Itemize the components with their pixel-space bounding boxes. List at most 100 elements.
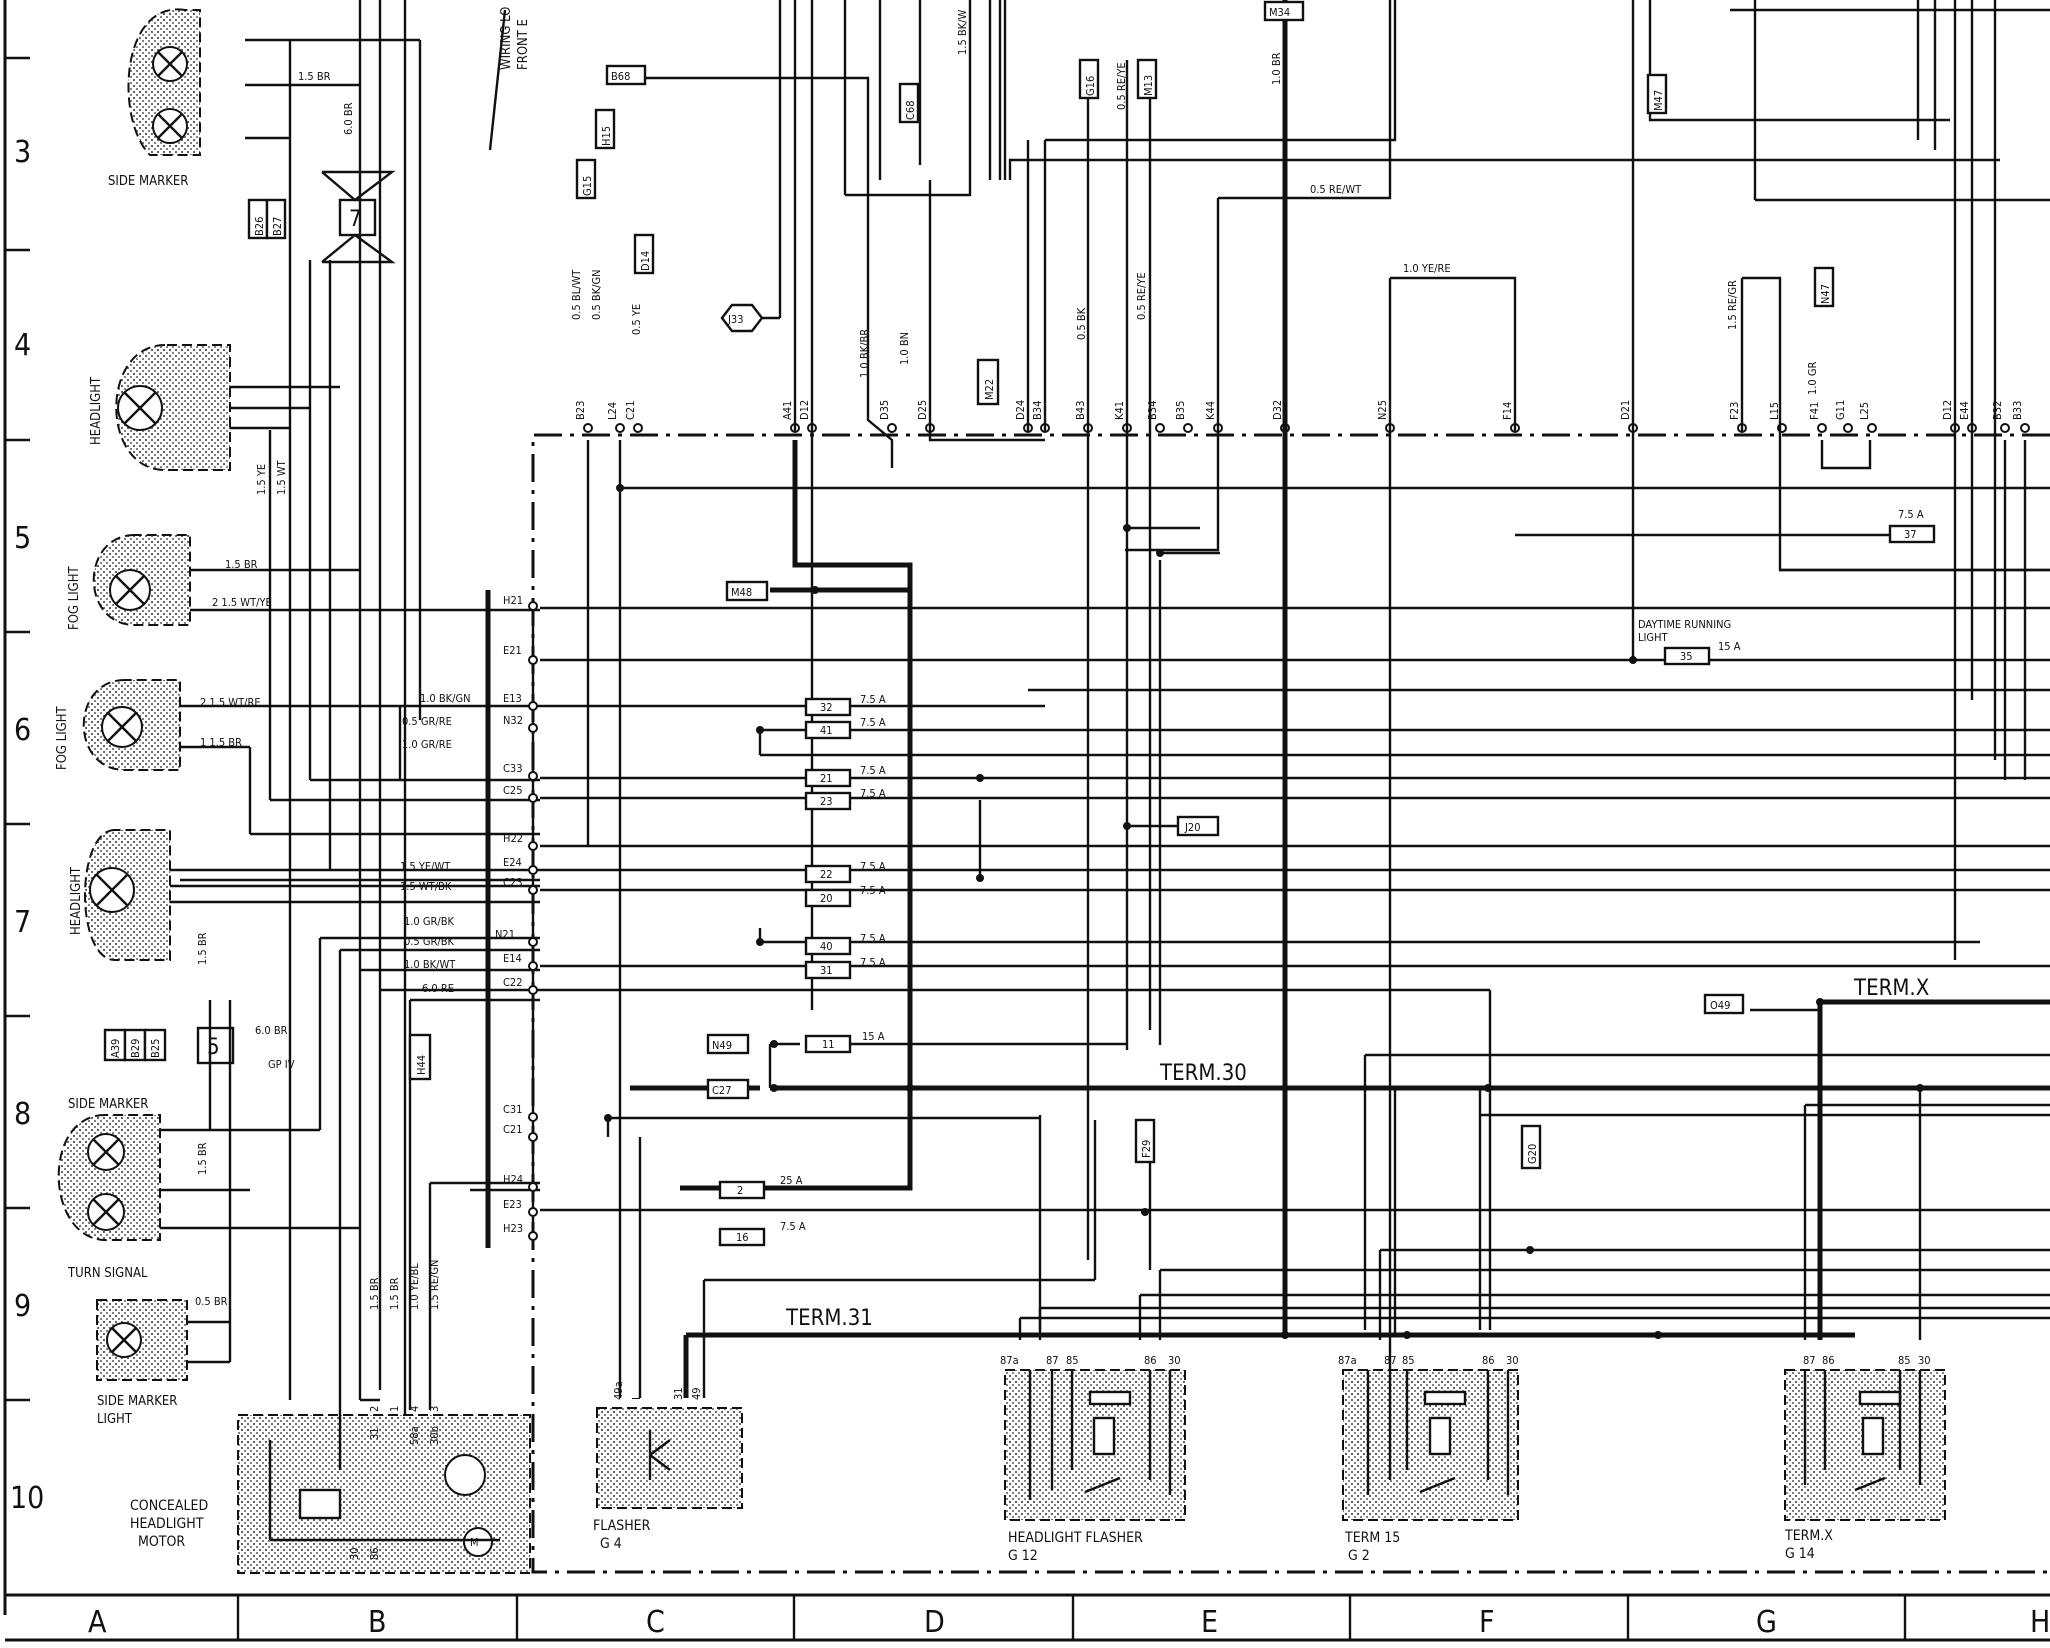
pin-h22: H22 [503, 832, 523, 845]
fuse-2-rating: 25 A [780, 1174, 803, 1187]
fuse-31: 31 [820, 964, 833, 977]
wire-label-w5: 1.0 BK/GN [420, 692, 471, 705]
left-connector-pins: H21 E21 E13 N32 C33 C25 H22 E24 C23 N21 … [495, 594, 538, 1245]
pin-b34: B34 [1031, 401, 1044, 420]
col-label-c: C [646, 1605, 665, 1640]
pin-e21: E21 [503, 644, 522, 657]
pin-l25: L25 [1858, 402, 1871, 420]
pin-f23: F23 [1728, 402, 1741, 420]
tag-n49: N49 [712, 1039, 732, 1052]
termx-relay: 87 86 85 30 TERM.X G 14 [1784, 1354, 1946, 1562]
motor-m-label: M [470, 1536, 479, 1549]
tag-c27: C27 [712, 1084, 732, 1097]
side-marker-top: SIDE MARKER [108, 8, 201, 189]
pin-b33: B33 [2011, 401, 2024, 420]
headlight-top-label: HEADLIGHT [89, 376, 104, 445]
tag-j20: J20 [1184, 821, 1201, 834]
wire-label-w9: 1 1.5 BR [200, 736, 242, 749]
tag-m13: M13 [1142, 75, 1155, 96]
wire-label-w3: 1.5 BR [225, 558, 258, 571]
t15-pin-85: 85 [1402, 1354, 1415, 1367]
tag-f29: F29 [1140, 1140, 1153, 1158]
tag-d14: D14 [639, 251, 652, 271]
wire-label-w32: 1.5 RE/GR [1726, 280, 1739, 330]
tag-m48: M48 [731, 586, 752, 599]
fuse-37: 37 [1904, 528, 1917, 541]
fuse-2: 2 [737, 1184, 743, 1197]
tx-pin-86: 86 [1822, 1354, 1835, 1367]
fuse-35-rating: 15 A [1718, 640, 1741, 653]
col-label-g: G [1756, 1605, 1777, 1640]
hf-pin-30: 30 [1168, 1354, 1181, 1367]
fuse-23-rating: 7.5 A [860, 787, 886, 800]
t15-pin-87: 87 [1384, 1354, 1397, 1367]
wire-label-w16: 1.5 BR [196, 932, 209, 965]
top-wires [540, 0, 2050, 1398]
pin-d35: D35 [878, 400, 891, 420]
pin-b32: B32 [1991, 401, 2004, 420]
fuse-22: 22 [820, 868, 833, 881]
headlight-flasher-relay: 87a 87 85 86 30 HEADLIGHT FLASHER G 12 [1000, 1354, 1186, 1564]
row-label-8: 8 [14, 1097, 31, 1132]
fuse-panel: 327.5 A 417.5 A 217.5 A 237.5 A 227.5 A … [718, 508, 1936, 1247]
diagram-frame [3, 0, 2050, 1642]
junction-dots [604, 484, 1924, 1339]
pin-d25: D25 [916, 400, 929, 420]
headlight-top: HEADLIGHT [89, 344, 231, 471]
pin-f41: F41 [1808, 402, 1821, 420]
wire-label-w27: 0.5 BK [1075, 307, 1088, 340]
hf-pin-87: 87 [1046, 1354, 1059, 1367]
pin-k41: K41 [1113, 401, 1126, 420]
pin-c21: C21 [503, 1123, 523, 1136]
pin-f14: F14 [1501, 402, 1514, 420]
fuse-41-rating: 7.5 A [860, 716, 886, 729]
wire-label-w28: 0.5 RE/YE [1135, 272, 1148, 320]
front-e-label: FRONT E [516, 19, 531, 70]
tx-pin-87: 87 [1803, 1354, 1816, 1367]
fuse-32: 32 [820, 701, 833, 714]
pin-b34b: B34 [1146, 401, 1159, 420]
pin-n32: N32 [503, 714, 523, 727]
fuse-40: 40 [820, 940, 833, 953]
wire-label-w8: 2 1.5 WT/RE [200, 696, 261, 709]
col-label-b: B [368, 1605, 387, 1640]
fuse-35: 35 [1680, 650, 1693, 663]
wire-label-w19: 0.5 BR [195, 1295, 228, 1308]
concealed-headlight-motor: M CONCEALED HEADLIGHT MOTOR [130, 1414, 531, 1574]
tag-h15: H15 [600, 126, 613, 146]
motor-pin-30: 30 [348, 1547, 361, 1560]
wire-label-w28b: 0.5 RE/YE [1115, 62, 1128, 110]
headlight-bottom-label: HEADLIGHT [69, 866, 84, 935]
pin-k44: K44 [1204, 401, 1217, 420]
termx-relay-label: TERM.X [1784, 1528, 1833, 1544]
termx-relay-id: G 14 [1785, 1546, 1815, 1562]
pin-l15: L15 [1768, 402, 1781, 420]
tag-g20: G20 [1526, 1144, 1539, 1164]
drl-label-2: LIGHT [1638, 631, 1669, 644]
row-label-6: 6 [14, 713, 31, 748]
tag-h44: H44 [415, 1055, 428, 1075]
t15-pin-86: 86 [1482, 1354, 1495, 1367]
pin-n21: N21 [495, 928, 515, 941]
motor-pin-1: 1 [388, 1406, 401, 1412]
relay-ref-b26: B26 [253, 217, 266, 236]
fog-light-top: FOG LIGHT [67, 534, 191, 630]
flasher-pin-l: L [630, 1394, 643, 1400]
pin-c33: C33 [503, 762, 523, 775]
pin-c23: C23 [503, 876, 523, 889]
fuse-20-rating: 7.5 A [860, 884, 886, 897]
fuse-41: 41 [820, 724, 833, 737]
relay-ref-b27: B27 [271, 217, 284, 236]
fuse-31-rating: 7.5 A [860, 956, 886, 969]
pin-e24: E24 [503, 856, 522, 869]
wire-label-w6: 0.5 GR/RE [402, 715, 452, 728]
fog-light-bottom-label: FOG LIGHT [55, 705, 70, 770]
tag-o49: O49 [1710, 999, 1730, 1012]
hf-pin-86: 86 [1144, 1354, 1157, 1367]
pin-h23: H23 [503, 1222, 523, 1235]
top-wire-labels: 0.5 BL/WT 0.5 BK/GN 0.5 YE 1.0 BK/BR 1.0… [570, 10, 1819, 395]
motor-pin-58a: 58a [408, 1426, 421, 1445]
concealed-label-1: CONCEALED [130, 1498, 208, 1514]
pin-d32: D32 [1271, 400, 1284, 420]
